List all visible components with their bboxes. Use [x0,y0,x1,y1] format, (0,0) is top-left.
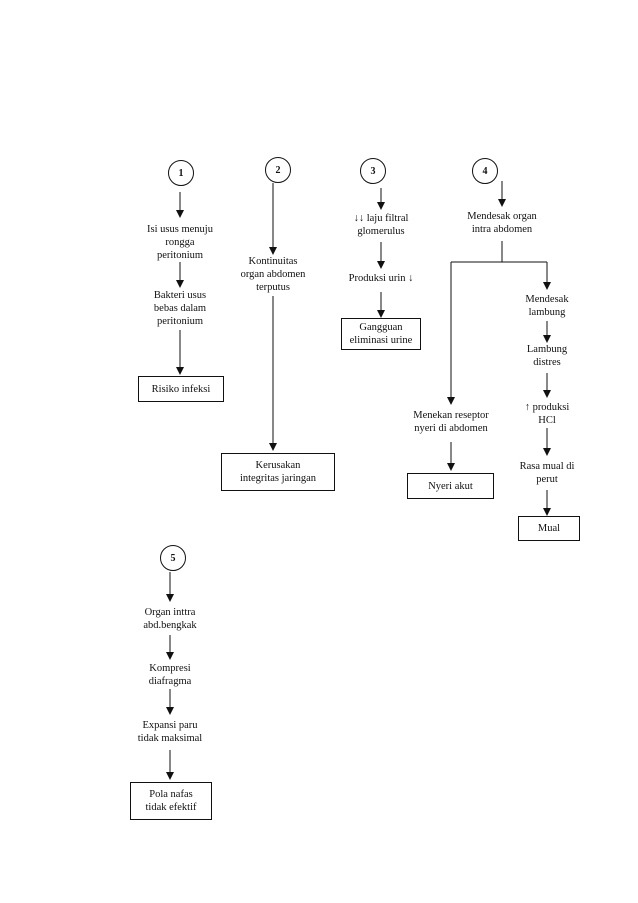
node-laju-filtral: ↓↓ laju filtral glomerulus [353,213,409,237]
box-risiko-infeksi: Risiko infeksi [138,376,224,402]
node-produksi-urin: Produksi urin ↓ [348,273,414,284]
step-circle-4: 4 [472,158,498,184]
node-bakteri-usus: Bakteri usus bebas dalam peritonium [153,290,207,327]
node-menekan-reseptor: Menekan reseptor nyeri di abdomen [413,410,489,434]
box-nyeri-akut: Nyeri akut [407,473,494,499]
node-produksi-hcl: ↑ produksi HCl [524,402,570,426]
node-kontinuitas: Kontinuitas organ abdomen terputus [240,256,306,293]
box-gangguan-eliminasi: Gangguan eliminasi urine [341,318,421,350]
node-organ-bengkak: Organ inttra abd.bengkak [143,607,197,631]
node-mendesak-lambung: Mendesak lambung [525,294,569,318]
step-circle-3: 3 [360,158,386,184]
step-circle-2: 2 [265,157,291,183]
node-mendesak-organ: Mendesak organ intra abdomen [467,211,537,235]
node-kompresi-diafragma: Kompresi diafragma [148,663,192,687]
node-lambung-distres: Lambung distres [526,344,568,368]
step-circle-5: 5 [160,545,186,571]
node-expansi-paru: Expansi paru tidak maksimal [137,720,203,744]
node-isi-usus: Isi usus menuju rongga peritonium [147,224,213,261]
node-rasa-mual: Rasa mual di perut [519,461,575,485]
box-mual: Mual [518,516,580,541]
step-circle-1: 1 [168,160,194,186]
box-pola-nafas: Pola nafas tidak efektif [130,782,212,820]
box-kerusakan-integritas: Kerusakan integritas jaringan [221,453,335,491]
